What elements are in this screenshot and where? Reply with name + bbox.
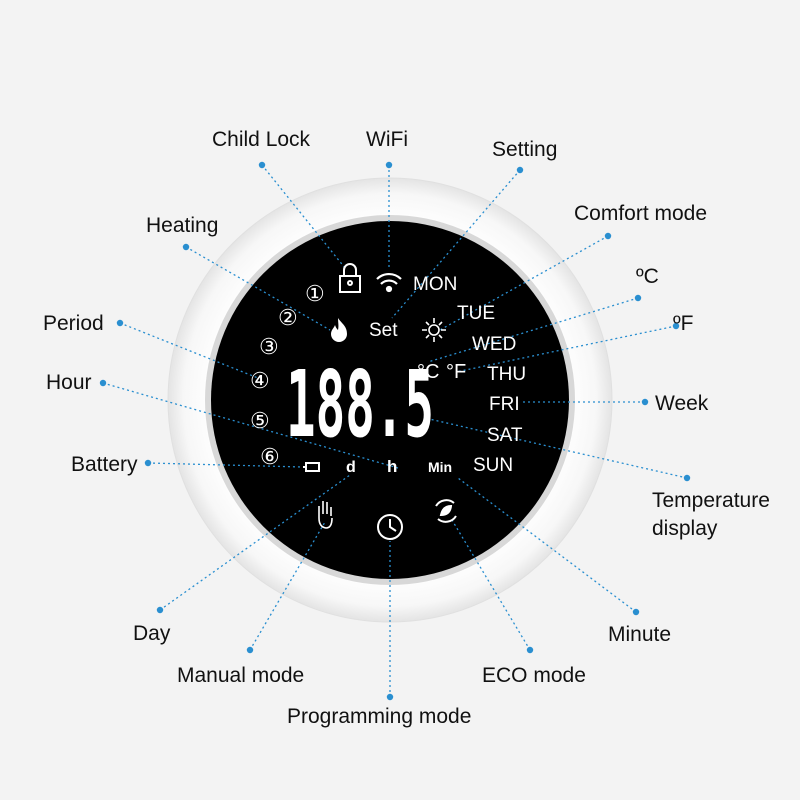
- leader-dot-manual-mode: [246, 646, 254, 654]
- period-5: ⑤: [250, 408, 270, 433]
- leader-dot-heating: [182, 243, 190, 251]
- day-thu: THU: [487, 364, 526, 385]
- period-6: ⑥: [260, 444, 280, 469]
- leader-line-hour: [102, 382, 399, 469]
- period-3: ③: [259, 334, 279, 359]
- label-eco-mode: ECO mode: [482, 664, 586, 687]
- leader-dot-minute: [632, 608, 640, 616]
- leader-dot-day: [156, 606, 164, 614]
- hour-unit: h: [387, 457, 397, 476]
- leader-line-battery: [147, 462, 303, 468]
- label-battery: Battery: [71, 453, 138, 476]
- leader-dot-eco-mode: [526, 646, 534, 654]
- label-programming-mode: Programming mode: [287, 705, 471, 728]
- label-heating: Heating: [146, 214, 218, 237]
- day-fri: FRI: [489, 394, 520, 415]
- label-fahrenheit: ºF: [673, 312, 694, 335]
- lcd-screen: [211, 221, 569, 579]
- label-wifi: WiFi: [366, 128, 408, 151]
- day-tue: TUE: [457, 303, 495, 324]
- leader-dot-wifi: [385, 161, 393, 169]
- leader-dot-period: [116, 319, 124, 327]
- day-wed: WED: [472, 334, 516, 355]
- label-temperature-display-1: Temperature: [652, 489, 770, 512]
- eco-leaf-icon: [435, 499, 457, 523]
- label-setting: Setting: [492, 138, 557, 161]
- leader-dot-celsius: [634, 294, 642, 302]
- label-celsius: ºC: [636, 265, 659, 288]
- lcd-text: MON TUE WED THU FRI SAT SUN ① ② ③ ④ ⑤ ⑥ …: [250, 274, 526, 476]
- label-comfort-mode: Comfort mode: [574, 202, 707, 225]
- leader-lines: [99, 161, 691, 701]
- minute-unit: Min: [428, 459, 452, 475]
- day-unit: d: [346, 459, 356, 476]
- unit-fahrenheit: °F: [446, 361, 466, 383]
- clock-icon: [377, 514, 403, 540]
- leader-line-minute: [457, 477, 637, 613]
- lcd-icons: [303, 263, 457, 540]
- leader-dot-fahrenheit: [672, 322, 680, 330]
- leader-dot-comfort-mode: [604, 232, 612, 240]
- day-mon: MON: [413, 274, 457, 295]
- label-temperature-display-2: display: [652, 517, 718, 540]
- callout-labels: Child Lock WiFi Setting Comfort mode ºC …: [43, 128, 770, 728]
- leader-line-comfort-mode: [439, 235, 609, 331]
- leader-dot-programming-mode: [386, 693, 394, 701]
- leader-line-celsius: [427, 297, 639, 363]
- label-period: Period: [43, 312, 104, 335]
- unit-celsius: °C: [417, 361, 439, 383]
- label-manual-mode: Manual mode: [177, 664, 304, 687]
- label-minute: Minute: [608, 623, 671, 646]
- leader-dot-setting: [516, 166, 524, 174]
- leader-dot-hour: [99, 379, 107, 387]
- leader-line-child-lock: [261, 164, 346, 269]
- set-indicator: Set: [369, 320, 398, 341]
- leader-dot-temperature-display: [683, 474, 691, 482]
- label-week: Week: [655, 392, 709, 415]
- leader-dot-battery: [144, 459, 152, 467]
- flame-icon: [331, 318, 347, 342]
- battery-icon: [303, 462, 320, 472]
- period-2: ②: [278, 305, 298, 330]
- leader-line-eco-mode: [451, 519, 531, 651]
- wifi-icon: [376, 272, 402, 293]
- day-sat: SAT: [487, 425, 523, 446]
- label-child-lock: Child Lock: [212, 128, 311, 151]
- period-1: ①: [305, 281, 325, 306]
- label-day: Day: [133, 622, 171, 645]
- leader-dot-child-lock: [258, 161, 266, 169]
- day-sun: SUN: [473, 455, 513, 476]
- manual-hand-icon: [318, 501, 333, 529]
- lock-icon: [339, 263, 361, 293]
- temperature-digits: 188.5: [286, 351, 434, 458]
- label-hour: Hour: [46, 371, 92, 394]
- leader-line-day: [159, 474, 351, 611]
- leader-dot-week: [641, 398, 649, 406]
- period-4: ④: [250, 368, 270, 393]
- sun-icon: [422, 318, 446, 342]
